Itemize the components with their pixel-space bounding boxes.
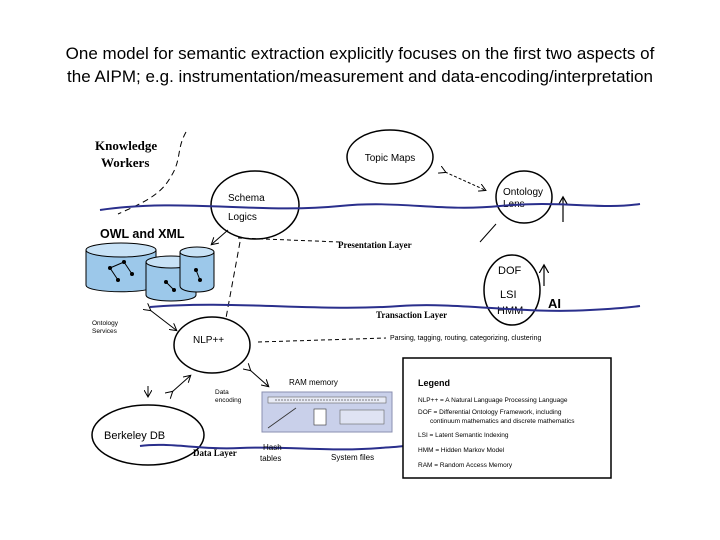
presentation-tick xyxy=(479,223,497,243)
legend-entry: RAM = Random Access Memory xyxy=(418,462,513,469)
topic-maps-ontology-arrow xyxy=(445,172,485,190)
nlp-node xyxy=(173,316,251,374)
transaction-layer-label: Transaction Layer xyxy=(376,310,447,320)
knowledge-workers-label-1: Knowledge xyxy=(95,138,157,153)
data-layer-label: Data Layer xyxy=(193,448,237,458)
hmm-label: HMM xyxy=(497,305,523,317)
legend-entry: HMM = Hidden Markov Model xyxy=(418,447,505,454)
data-layer-line xyxy=(139,443,405,451)
transaction-layer-line xyxy=(149,303,641,312)
presentation-layer-line xyxy=(99,203,641,211)
topic-maps-node xyxy=(346,129,434,185)
hash-tables-label-2: tables xyxy=(260,454,281,463)
caption: One model for semantic extraction explic… xyxy=(0,42,720,88)
schema-logics-node xyxy=(210,170,300,240)
ontology-lens-label-1: Ontology xyxy=(503,187,543,198)
caption-line-1: One model for semantic extraction explic… xyxy=(65,44,655,63)
legend-entry: NLP++ = A Natural Language Processing La… xyxy=(418,397,568,404)
nlp-db-arrow xyxy=(172,376,190,392)
database-cylinders-icon xyxy=(85,242,215,302)
topic-maps-label: Topic Maps xyxy=(365,153,416,164)
data-encoding-label-2: encoding xyxy=(215,397,242,404)
presentation-layer-label: Presentation Layer xyxy=(338,240,412,250)
nlp-label: NLP++ xyxy=(193,335,224,346)
parsing-label: Parsing, tagging, routing, categorizing,… xyxy=(390,335,541,342)
knowledge-workers-label-2: Workers xyxy=(101,155,149,170)
berkeley-db-label: Berkeley DB xyxy=(104,430,165,442)
services-nlp-arrow xyxy=(150,310,176,330)
lsi-label: LSI xyxy=(500,289,517,301)
legend-box: Legend NLP++ = A Natural Language Proces… xyxy=(402,357,612,479)
ram-memory-panel xyxy=(261,391,393,433)
ontology-services-label-2: Services xyxy=(92,328,118,335)
logics-label: Logics xyxy=(228,212,257,223)
berkeley-db-node xyxy=(91,404,205,466)
nlp-ram-arrow xyxy=(250,370,268,386)
dof-label: DOF xyxy=(498,265,522,277)
owl-schema-arrow xyxy=(212,229,229,244)
legend-entry: continuum mathematics and discrete mathe… xyxy=(430,418,575,425)
ontology-services-label-1: Ontology xyxy=(92,320,119,327)
ontology-lens-node xyxy=(495,170,553,224)
data-encoding-label-1: Data xyxy=(215,389,229,396)
owl-xml-label: OWL and XML xyxy=(100,227,185,241)
ai-label: AI xyxy=(548,296,561,311)
nlp-parsing-link xyxy=(257,337,387,343)
system-files-label: System files xyxy=(331,453,374,462)
owl-dashed-vertical xyxy=(225,241,241,319)
legend-entry: DOF = Differential Ontology Framework, i… xyxy=(418,409,562,416)
legend-title: Legend xyxy=(418,378,450,388)
hash-tables-label-1: Hash xyxy=(263,443,282,452)
caption-line-2: the AIPM; e.g. instrumentation/measureme… xyxy=(67,67,653,86)
legend-entry: LSI = Latent Semantic Indexing xyxy=(418,432,509,439)
ram-memory-label: RAM memory xyxy=(289,378,338,387)
schema-label: Schema xyxy=(228,193,265,204)
presentation-dashed-link xyxy=(237,237,341,243)
